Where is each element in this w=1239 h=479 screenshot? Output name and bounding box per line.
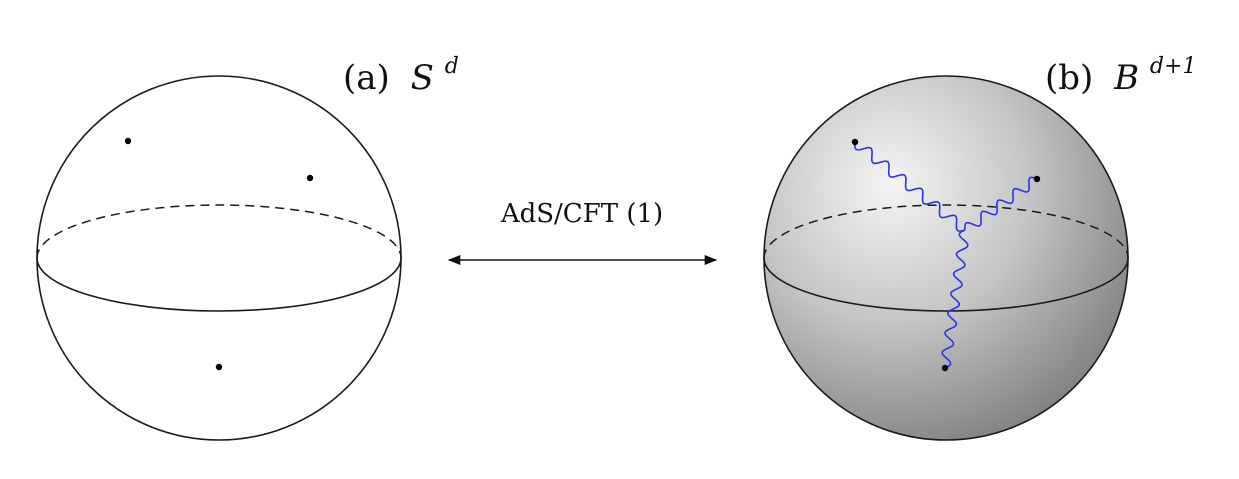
label-b-tag: (b) bbox=[1045, 58, 1093, 98]
sphere-sd-outline bbox=[36, 75, 402, 441]
bulk-point-2 bbox=[1033, 175, 1041, 183]
ball-bd1-outline bbox=[763, 75, 1129, 441]
boundary-point-1 bbox=[124, 137, 132, 145]
ball-bd1-equator-back bbox=[763, 204, 1129, 259]
propagator-3 bbox=[941, 229, 969, 369]
bulk-point-3 bbox=[941, 364, 949, 372]
bulk-point-1 bbox=[851, 138, 859, 146]
label-b: (b) B d+1 bbox=[1045, 54, 1196, 98]
label-a-superscript: d bbox=[445, 54, 459, 79]
ball-bd1-equator-front bbox=[763, 257, 1129, 312]
label-b-symbol: B bbox=[1113, 58, 1139, 98]
label-a-tag: (a) bbox=[343, 58, 390, 98]
boundary-point-3 bbox=[215, 363, 223, 371]
arrow-label: AdS/CFT (1) bbox=[500, 199, 663, 229]
boundary-point-2 bbox=[306, 174, 314, 182]
label-b-superscript: d+1 bbox=[1150, 54, 1197, 79]
label-a-symbol: S bbox=[411, 58, 434, 98]
propagator-1 bbox=[854, 141, 966, 232]
ball-bd1 bbox=[763, 75, 1129, 441]
label-a: (a) S d bbox=[343, 54, 459, 98]
sphere-sd-equator-front bbox=[36, 257, 402, 312]
sphere-sd bbox=[36, 75, 402, 441]
sphere-sd-equator-back bbox=[36, 204, 402, 259]
propagator-2 bbox=[964, 176, 1038, 231]
correspondence-arrow: AdS/CFT (1) bbox=[447, 199, 718, 266]
